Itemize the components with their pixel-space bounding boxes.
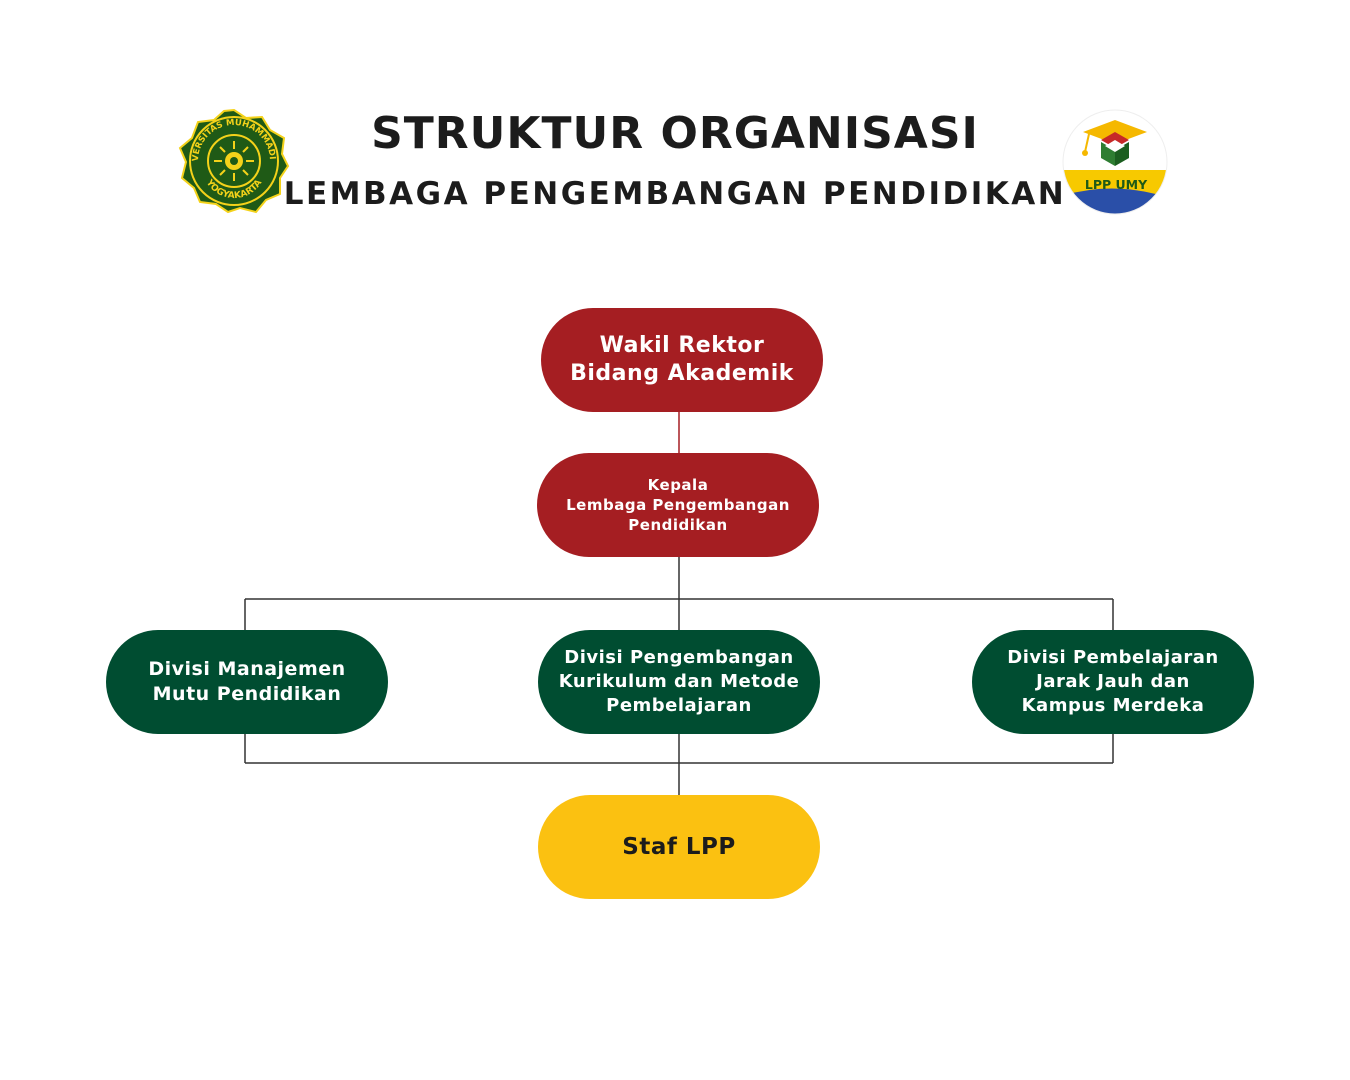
lpp-umy-logo: LPP UMY <box>1062 109 1168 215</box>
page-title: STRUKTUR ORGANISASI <box>371 108 979 159</box>
node-staf-lpp: Staf LPP <box>538 795 820 899</box>
lpp-logo-label: LPP UMY <box>1085 177 1148 192</box>
node-wakil-rektor: Wakil Rektor Bidang Akademik <box>541 308 823 412</box>
node-divisi-pembelajaran-jarak-jauh: Divisi Pembelajaran Jarak Jauh dan Kampu… <box>972 630 1254 734</box>
university-seal-logo: UNIVERSITAS MUHAMMADIYAH YOGYAKARTA <box>178 108 290 214</box>
node-divisi-pengembangan-kurikulum: Divisi Pengembangan Kurikulum dan Metode… <box>538 630 820 734</box>
node-kepala-lembaga: Kepala Lembaga Pengembangan Pendidikan <box>537 453 819 557</box>
graduation-cap-icon <box>1082 120 1147 166</box>
sun-icon <box>214 141 254 181</box>
node-divisi-manajemen-mutu: Divisi Manajemen Mutu Pendidikan <box>106 630 388 734</box>
page-subtitle: LEMBAGA PENGEMBANGAN PENDIDIKAN <box>283 176 1067 212</box>
